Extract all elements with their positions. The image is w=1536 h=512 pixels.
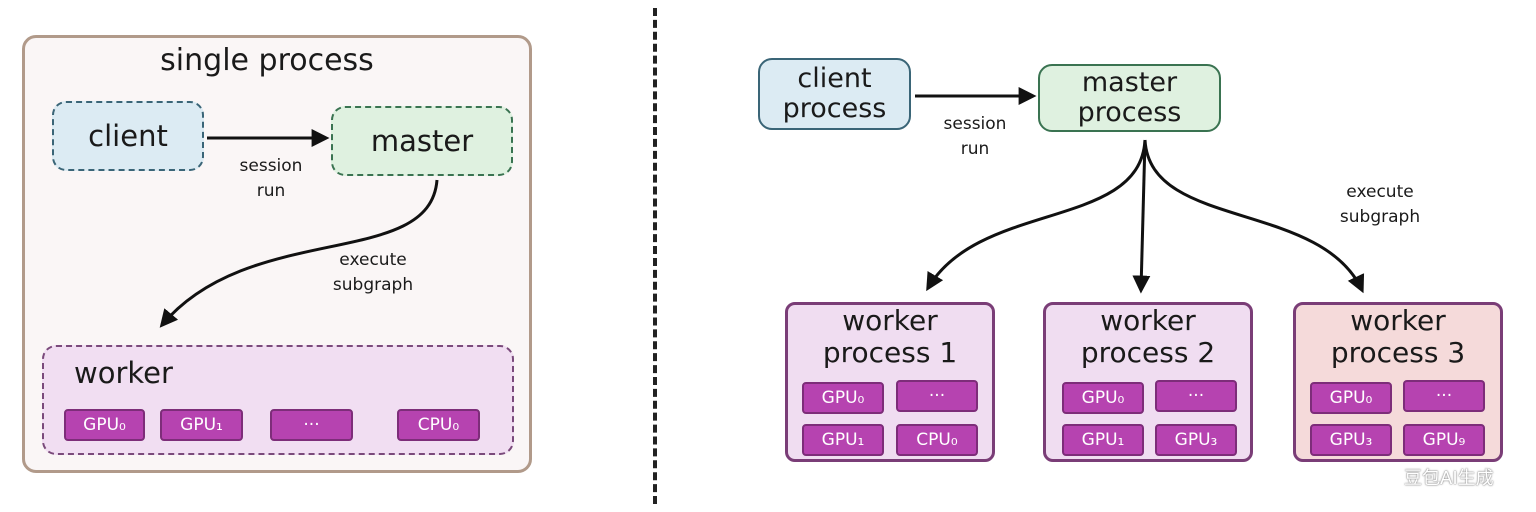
run-text: run: [960, 139, 990, 159]
worker-title-line1: worker: [1350, 304, 1446, 337]
worker-title-line2: process 3: [1330, 336, 1466, 369]
device-chip: GPU₀: [1310, 382, 1392, 414]
worker-title-line1: worker: [842, 304, 938, 337]
device-chip: GPU₉: [1403, 424, 1485, 456]
subgraph-text: subgraph: [332, 275, 414, 295]
arrow-master-to-worker-2: [1132, 139, 1151, 294]
device-chip: ···: [270, 409, 353, 441]
single-process-title: single process: [160, 42, 374, 78]
execute-subgraph-label-left: execute subgraph: [318, 248, 428, 298]
panel-divider: [653, 8, 657, 504]
execute-subgraph-label-right: execute subgraph: [1320, 180, 1440, 230]
client-process-line1: client: [797, 63, 872, 94]
worker-title-line2: process 2: [1080, 336, 1216, 369]
device-chip: ···: [896, 380, 978, 412]
device-chip: ···: [1155, 380, 1237, 412]
master-node-label: master: [370, 124, 474, 158]
client-node: client: [52, 101, 204, 171]
worker-process-1-title: worker process 1: [785, 305, 995, 369]
master-process-line1: master: [1081, 67, 1178, 98]
worker-title-line2: process 1: [822, 336, 958, 369]
session-run-label-right: session run: [920, 112, 1030, 162]
device-chip: CPU₀: [397, 409, 480, 441]
execute-text: execute: [1346, 182, 1414, 202]
execute-text: execute: [339, 250, 407, 270]
session-text: session: [943, 114, 1007, 134]
device-chip: GPU₃: [1155, 424, 1237, 456]
arrow-master-to-worker-left: [159, 179, 439, 328]
device-chip: GPU₁: [160, 409, 243, 441]
device-chip: GPU₀: [1062, 382, 1144, 414]
device-chip: GPU₀: [64, 409, 145, 441]
subgraph-text: subgraph: [1339, 207, 1421, 227]
client-node-label: client: [88, 119, 168, 153]
device-chip: CPU₀: [896, 424, 978, 456]
device-chip: ···: [1403, 380, 1485, 412]
device-chip: GPU₁: [802, 424, 884, 456]
run-text: run: [256, 181, 286, 201]
worker-title-line1: worker: [1100, 304, 1196, 337]
master-process-line2: process: [1077, 97, 1182, 128]
session-run-label-left: session run: [216, 154, 326, 204]
master-process-node: master process: [1038, 64, 1221, 132]
client-process-node: client process: [758, 58, 911, 130]
worker-process-3-title: worker process 3: [1293, 305, 1503, 369]
master-node: master: [331, 106, 513, 176]
session-text: session: [239, 156, 303, 176]
watermark: 豆包AI生成: [1404, 468, 1494, 489]
worker-process-2-title: worker process 2: [1043, 305, 1253, 369]
device-chip: GPU₀: [802, 382, 884, 414]
arrow-master-to-worker-1: [926, 139, 1147, 292]
device-chip: GPU₃: [1310, 424, 1392, 456]
device-chip: GPU₁: [1062, 424, 1144, 456]
worker-node-label: worker: [74, 356, 173, 390]
arrow-master-to-worker-3: [1143, 139, 1365, 294]
client-process-line2: process: [782, 93, 887, 124]
